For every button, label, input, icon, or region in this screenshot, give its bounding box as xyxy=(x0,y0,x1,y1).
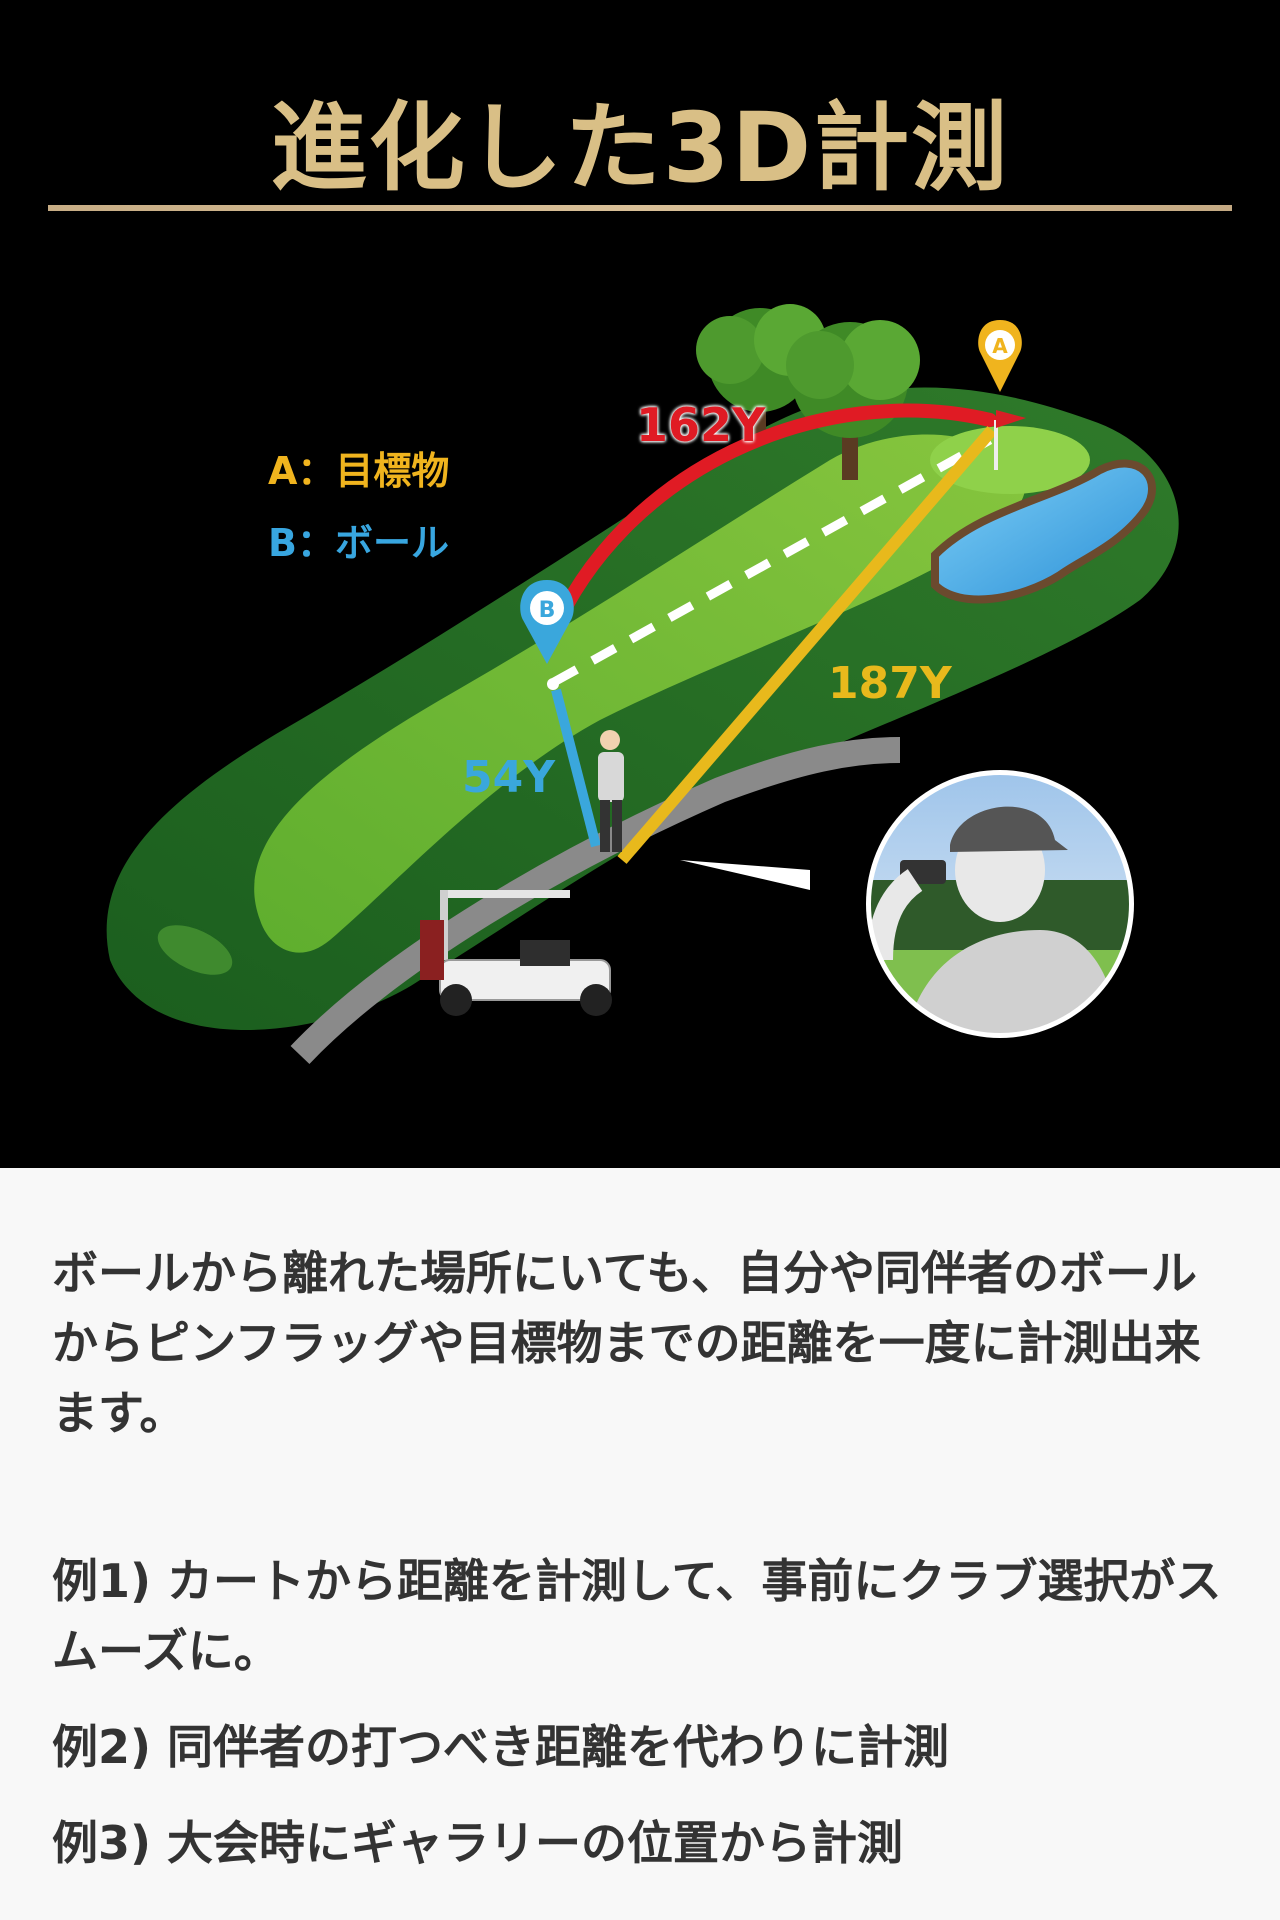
pin-flag-icon xyxy=(994,410,1026,470)
golf-course-illustration: A B xyxy=(106,304,1179,1064)
inset-pointer xyxy=(680,860,810,890)
golf-cart-icon xyxy=(420,890,612,1016)
description-section: ボールから離れた場所にいても、自分や同伴者のボールからピンフラッグや目標物までの… xyxy=(0,1168,1280,1920)
title-divider xyxy=(48,205,1232,211)
example-1: 例1) カートから距離を計測して、事前にクラブ選択がスムーズに。 xyxy=(52,1554,1222,1678)
marker-b-label: B xyxy=(539,598,556,623)
legend-ball: B：ボール xyxy=(268,521,449,565)
marker-a-label: A xyxy=(992,334,1008,358)
hero-section: 進化した3D計測 xyxy=(48,92,1232,1064)
arc-ball-to-pin xyxy=(543,403,997,647)
line-player-to-pin xyxy=(617,426,997,864)
course-fairway xyxy=(254,434,1026,953)
line-ball-to-pin xyxy=(551,436,993,686)
example-2: 例2) 同伴者の打つべき距離を代わりに計測 xyxy=(52,1720,950,1774)
distance-label-ball-to-pin: 162Y xyxy=(636,398,766,452)
marker-b-icon: B xyxy=(520,580,574,664)
water-hazard xyxy=(931,459,1156,604)
description-text: ボールから離れた場所にいても、自分や同伴者のボールからピンフラッグや目標物までの… xyxy=(52,1246,1201,1440)
legend-target: A：目標物 xyxy=(268,449,450,493)
page-title: 進化した3D計測 xyxy=(270,92,1010,204)
rough-patch xyxy=(157,925,233,975)
line-player-to-ball xyxy=(551,688,601,848)
example-3: 例3) 大会時にギャラリーの位置から計測 xyxy=(52,1816,904,1870)
putting-green xyxy=(930,426,1090,494)
rangefinder-inset xyxy=(866,770,1134,1038)
distance-label-player-to-pin: 187Y xyxy=(828,658,952,709)
ball-icon xyxy=(547,678,559,690)
player-icon xyxy=(598,730,624,852)
distance-label-player-to-ball: 54Y xyxy=(462,752,556,803)
marker-a-icon: A xyxy=(978,320,1022,392)
